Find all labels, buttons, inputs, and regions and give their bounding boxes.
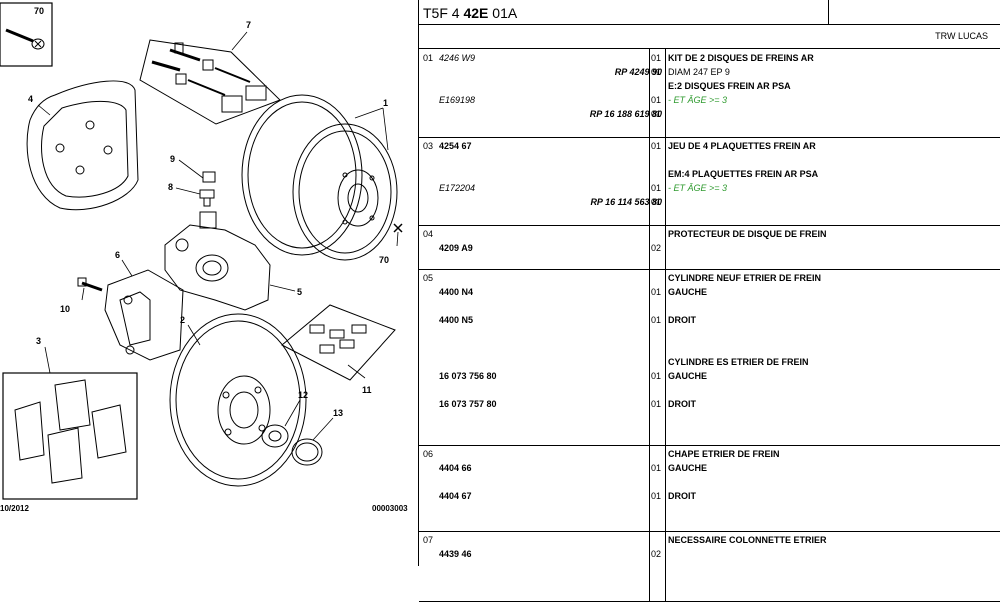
- diagram-date: 10/2012: [0, 504, 29, 513]
- part-4-dust-shield: [26, 80, 139, 211]
- part-quantity: 01: [651, 463, 662, 473]
- callout-70-top: 70: [34, 6, 44, 16]
- part-description: E:2 DISQUES FREIN AR PSA: [668, 81, 791, 91]
- part-5-caliper: [164, 211, 271, 311]
- part-reference: RP 4249 90: [614, 67, 662, 77]
- row-number: 03: [423, 141, 434, 151]
- brand-row: TRW LUCAS: [419, 25, 1000, 49]
- callout-5: 5: [297, 287, 302, 297]
- part-description: PROTECTEUR DE DISQUE DE FREIN: [668, 229, 827, 239]
- pane-divider: [418, 0, 419, 566]
- part-description: KIT DE 2 DISQUES DE FREINS AR: [668, 53, 814, 63]
- row-number: 06: [423, 449, 434, 459]
- part-description: EM:4 PLAQUETTES FREIN AR PSA: [668, 169, 819, 179]
- callout-1: 1: [383, 98, 388, 108]
- callout-4: 4: [28, 94, 33, 104]
- part-reference: E169198: [439, 95, 476, 105]
- part-description: - ET ÂGE >= 3: [668, 95, 728, 105]
- part-quantity: 01: [651, 491, 662, 501]
- part-reference: 16 073 756 80: [439, 371, 497, 381]
- part-quantity: 01: [651, 95, 662, 105]
- part-quantity: 01: [651, 287, 662, 297]
- leader-lines: [37, 31, 399, 441]
- part-quantity: 01: [651, 399, 662, 409]
- callout-7: 7: [246, 20, 251, 30]
- brand-name: TRW LUCAS: [935, 31, 988, 41]
- part-quantity: 01: [651, 109, 662, 119]
- row-number: 07: [423, 535, 434, 545]
- screw-inset: [0, 2, 53, 67]
- part-reference: 4439 46: [439, 549, 472, 559]
- row-number: 04: [423, 229, 434, 239]
- callout-10: 10: [60, 304, 70, 314]
- part-quantity: 01: [651, 67, 662, 77]
- part-description: DROIT: [668, 399, 696, 409]
- callout-2: 2: [180, 315, 185, 325]
- part-reference: 4404 67: [439, 491, 472, 501]
- part-1-brake-discs: [241, 94, 398, 261]
- table-row: 01 4246 W9 01 KIT DE 2 DISQUES DE FREINS AR…: [419, 49, 1000, 138]
- part-12-13-nut-cap: [261, 424, 323, 466]
- part-description: DIAM 247 EP 9: [668, 67, 730, 77]
- row-number: 05: [423, 273, 434, 283]
- part-7-bolt-kit: [139, 39, 281, 125]
- part-reference: 4246 W9: [439, 53, 476, 63]
- part-description: DROIT: [668, 491, 696, 501]
- part-reference: 16 073 757 80: [439, 399, 497, 409]
- row-number: 01: [423, 53, 434, 63]
- part-quantity: 01: [651, 183, 662, 193]
- part-3-brake-pads: [2, 372, 138, 500]
- catalog-header: T5F 4 42E 01A: [419, 0, 1000, 25]
- table-row: 05 CYLINDRE NEUF ETRIER DE FREIN 4400 N4 01…: [419, 269, 1000, 446]
- part-quantity: 01: [651, 197, 662, 207]
- part-reference: 4209 A9: [439, 243, 473, 253]
- part-reference: 4400 N4: [439, 287, 474, 297]
- part-reference: RP 16 188 619 80: [589, 109, 662, 119]
- table-row: 04 PROTECTEUR DE DISQUE DE FREIN 4209 A9 02: [419, 225, 1000, 270]
- callout-6: 6: [115, 250, 120, 260]
- part-2-hub-disc: [169, 313, 307, 487]
- part-11-shims: [281, 304, 396, 381]
- part-6-carrier: [104, 269, 184, 361]
- part-description: DROIT: [668, 315, 696, 325]
- part-10-bolt: [77, 277, 103, 292]
- part-description: - ET ÂGE >= 3: [668, 183, 728, 193]
- diagram-ref: 00003003: [372, 504, 408, 513]
- part-description: GAUCHE: [668, 371, 708, 381]
- part-reference: RP 16 114 563 80: [590, 197, 662, 207]
- callout-11: 11: [362, 385, 372, 395]
- callout-70-right: 70: [379, 255, 389, 265]
- table-row: 07 NECESSAIRE COLONNETTE ETRIER 4439 46 02: [419, 531, 1000, 602]
- part-description: CYLINDRE NEUF ETRIER DE FREIN: [668, 273, 822, 283]
- part-reference: 4404 66: [439, 463, 472, 473]
- part-quantity: 02: [651, 549, 662, 559]
- callout-8: 8: [168, 182, 173, 192]
- catalog-code: T5F 4 42E 01A: [423, 5, 518, 21]
- marker-cross: [393, 223, 403, 233]
- table-row: 03 4254 67 01 JEU DE 4 PLAQUETTES FREIN AR E…: [419, 137, 1000, 226]
- part-description: CYLINDRE ES ETRIER DE FREIN: [668, 357, 809, 367]
- callout-3: 3: [36, 336, 41, 346]
- part-description: JEU DE 4 PLAQUETTES FREIN AR: [668, 141, 816, 151]
- part-description: GAUCHE: [668, 463, 708, 473]
- part-quantity: 01: [651, 141, 662, 151]
- part-quantity: 01: [651, 315, 662, 325]
- part-reference: 4254 67: [439, 141, 472, 151]
- callout-9: 9: [170, 154, 175, 164]
- callout-12: 12: [298, 390, 308, 400]
- table-row: 06 CHAPE ETRIER DE FREIN 4404 66 01 GAUCHE 44…: [419, 445, 1000, 532]
- part-description: CHAPE ETRIER DE FREIN: [668, 449, 780, 459]
- parts-table: 01 4246 W9 01 KIT DE 2 DISQUES DE FREINS AR…: [419, 49, 1000, 602]
- exploded-diagram: 70 7 4 1 9 8 6 70 5 10 2 3 12 11 13 10/2…: [0, 0, 418, 566]
- part-description: NECESSAIRE COLONNETTE ETRIER: [668, 535, 827, 545]
- part-quantity: 02: [651, 243, 662, 253]
- part-reference: E172204: [439, 183, 476, 193]
- callout-13: 13: [333, 408, 343, 418]
- part-quantity: 01: [651, 371, 662, 381]
- part-reference: 4400 N5: [439, 315, 474, 325]
- part-description: GAUCHE: [668, 287, 708, 297]
- part-quantity: 01: [651, 53, 662, 63]
